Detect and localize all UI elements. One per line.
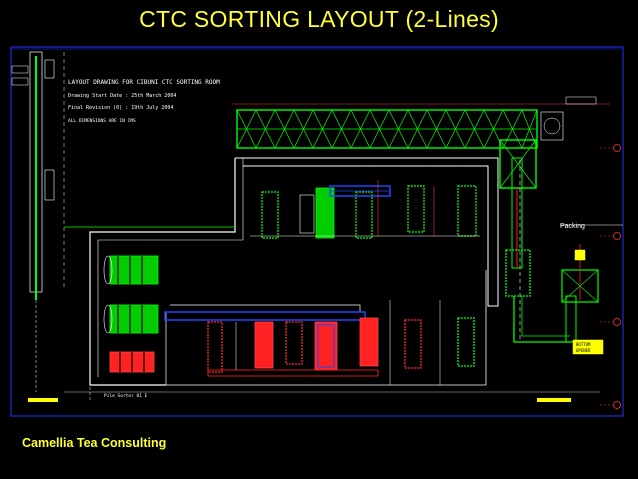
footer-credit: Camellia Tea Consulting bbox=[22, 436, 167, 450]
title-block-start-date: Drawing Start Date : 25th March 2004 bbox=[68, 93, 176, 99]
bottom-note: Pile Sorter 01 E bbox=[104, 393, 148, 399]
packing-label: Packing bbox=[560, 223, 585, 230]
left-vertical-conveyor bbox=[11, 51, 65, 293]
yellow-marker-right bbox=[537, 398, 571, 402]
title-block-final-revision: Final Revision (0) : 19th July 2004 bbox=[68, 105, 173, 111]
lower-sorter-line bbox=[164, 300, 475, 385]
packing-area: Packing BOTTOM OPENER bbox=[505, 157, 623, 355]
title-block-dimensions-note: ALL DIMENSIONS ARE IN CMS bbox=[68, 118, 136, 124]
bottom-box-line1: BOTTOM bbox=[576, 342, 591, 347]
bottom-box-line2: OPENER bbox=[576, 348, 591, 353]
bottom-annotations: Pile Sorter 01 E bbox=[28, 300, 600, 402]
slide-title: CTC SORTING LAYOUT (2-Lines) bbox=[139, 6, 499, 32]
yellow-marker-left bbox=[28, 398, 58, 402]
grid-markers bbox=[600, 144, 621, 409]
bottom-box bbox=[572, 339, 604, 355]
building-walls bbox=[64, 157, 521, 400]
title-block: LAYOUT DRAWING FOR CIBUNI CTC SORTING RO… bbox=[68, 79, 220, 124]
overhead-truss-conveyor bbox=[236, 109, 564, 189]
left-machines bbox=[35, 255, 159, 373]
drawing-border bbox=[10, 46, 624, 417]
upper-sorter-line bbox=[250, 180, 480, 239]
title-block-heading: LAYOUT DRAWING FOR CIBUNI CTC SORTING RO… bbox=[68, 79, 220, 86]
